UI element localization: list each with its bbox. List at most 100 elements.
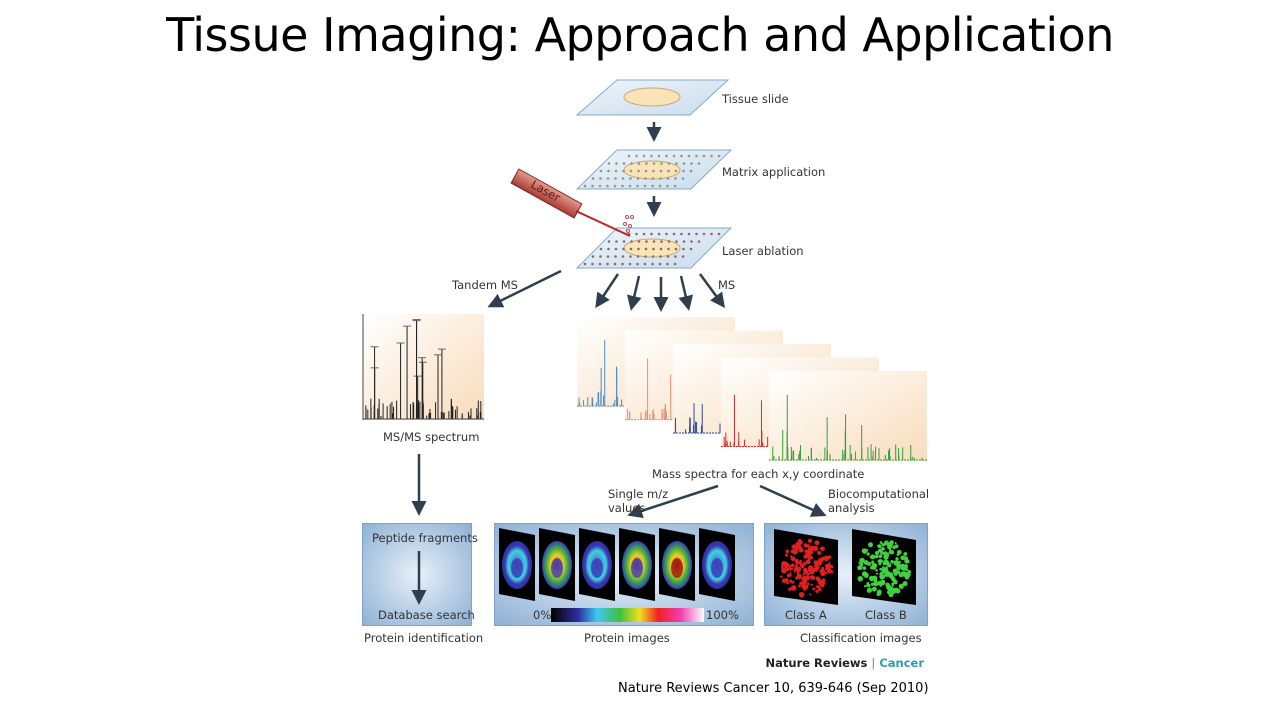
class-pixel xyxy=(874,554,879,559)
class-pixel xyxy=(809,569,815,575)
matrix-dot xyxy=(652,247,655,251)
matrix-dot xyxy=(682,247,685,251)
protein-image xyxy=(499,528,535,601)
matrix-dot xyxy=(717,232,721,236)
matrix-dot xyxy=(622,247,625,251)
protein-image xyxy=(579,528,615,601)
mass-spectrum-panel xyxy=(769,371,927,461)
classification-images-label: Classification images xyxy=(800,631,922,645)
class-pixel xyxy=(859,562,864,567)
matrix-dot xyxy=(657,232,661,236)
class-pixel xyxy=(804,549,809,554)
class-pixel xyxy=(906,573,910,577)
class-pixel xyxy=(794,558,799,563)
matrix-dot xyxy=(599,177,602,180)
matrix-dot xyxy=(621,177,625,180)
matrix-dot xyxy=(657,154,661,158)
matrix-dot xyxy=(659,255,662,258)
matrix-dot xyxy=(666,177,670,180)
class-pixel xyxy=(891,582,895,586)
class-pixel xyxy=(891,584,894,587)
matrix-dot xyxy=(667,162,671,165)
matrix-dot xyxy=(675,240,678,243)
class-pixel xyxy=(857,566,860,569)
class-a-label: Class A xyxy=(785,608,827,622)
class-pixel xyxy=(902,580,908,587)
class-pixel xyxy=(879,579,886,586)
matrix-dot xyxy=(697,240,701,243)
class-pixel xyxy=(798,584,801,588)
class-pixel xyxy=(781,565,784,569)
mass-spectra-stack xyxy=(577,317,927,461)
biocomp-label-2: analysis xyxy=(828,501,875,515)
protein-image xyxy=(619,528,655,601)
matrix-dot xyxy=(630,240,633,243)
matrix-dot xyxy=(583,262,587,266)
class-pixel xyxy=(884,572,889,577)
brand-separator: | xyxy=(871,656,876,670)
class-pixel xyxy=(785,563,788,567)
class-pixel xyxy=(791,580,795,584)
matrix-dot xyxy=(613,184,617,188)
matrix-dot xyxy=(607,169,610,173)
class-pixel xyxy=(875,569,878,572)
class-pixel xyxy=(812,545,819,552)
class-pixel xyxy=(878,554,883,559)
matrix-dot xyxy=(642,154,646,158)
matrix-dot xyxy=(621,255,625,258)
class-pixel xyxy=(783,566,787,570)
matrix-dot xyxy=(627,154,631,158)
matrix-dot xyxy=(615,240,618,243)
class-pixel xyxy=(892,568,898,574)
class-pixel xyxy=(804,567,808,571)
class-pixel xyxy=(798,549,803,553)
class-pixel xyxy=(803,569,809,575)
matrix-dot xyxy=(682,240,686,243)
matrix-dot xyxy=(583,184,587,188)
matrix-dot xyxy=(643,262,647,266)
matrix-dot xyxy=(687,154,691,158)
class-pixel xyxy=(785,561,788,564)
matrix-dot xyxy=(591,184,594,188)
brand-main: Nature Reviews xyxy=(765,656,868,670)
class-pixel xyxy=(810,556,813,560)
class-pixel xyxy=(781,561,786,567)
matrix-dot xyxy=(644,255,647,258)
class-pixel xyxy=(799,581,803,585)
class-pixel xyxy=(900,555,906,561)
msms-spectrum-label: MS/MS spectrum xyxy=(383,430,480,444)
class-pixel xyxy=(798,540,803,545)
class-pixel xyxy=(790,585,797,591)
class-pixel xyxy=(862,566,867,570)
class-pixel xyxy=(819,569,824,574)
matrix-dot xyxy=(607,162,611,165)
class-pixel xyxy=(796,571,800,575)
matrix-dot xyxy=(660,240,663,243)
matrix-dot xyxy=(629,169,633,173)
class-pixel xyxy=(828,562,831,565)
matrix-dot xyxy=(614,177,617,180)
matrix-dot xyxy=(637,240,641,243)
class-pixel xyxy=(794,564,798,568)
matrix-dot xyxy=(674,247,678,251)
msms-spectrum-plot xyxy=(362,314,484,420)
matrix-dot xyxy=(606,255,610,258)
matrix-dot xyxy=(659,169,663,173)
class-pixel xyxy=(793,551,797,555)
class-pixel xyxy=(866,552,870,556)
matrix-dot xyxy=(645,240,648,243)
journal-brand: Nature Reviews | Cancer xyxy=(766,656,925,670)
class-pixel xyxy=(808,539,812,543)
class-pixel xyxy=(866,587,873,593)
single-mz-label-1: Single m/z xyxy=(608,487,669,501)
class-pixel xyxy=(896,553,900,556)
class-pixel xyxy=(791,544,797,550)
ms-label: MS xyxy=(718,278,736,292)
class-pixel xyxy=(790,556,796,562)
class-pixel xyxy=(878,559,883,564)
matrix-dot xyxy=(667,169,670,173)
matrix-dot xyxy=(710,154,713,158)
matrix-dot xyxy=(652,162,656,165)
class-pixel xyxy=(894,544,899,549)
